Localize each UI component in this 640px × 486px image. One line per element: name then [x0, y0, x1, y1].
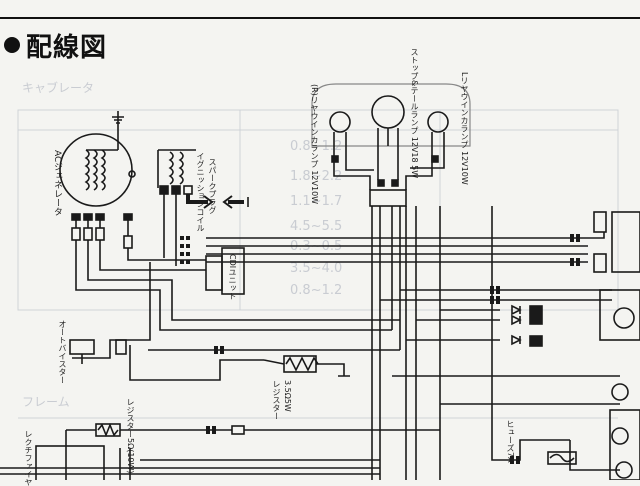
lamp-center-label: ストップ&テールランプ 12V18 5W: [410, 48, 419, 179]
faded-value: 0.8~1.2: [290, 283, 342, 298]
page-title: 配線図: [26, 32, 108, 63]
heading-bullet-icon: [4, 37, 20, 53]
cdi-unit-label: CDIユニット: [228, 254, 237, 301]
fuse: [547, 451, 577, 465]
rectifier: [35, 445, 131, 480]
faded-value: 1.1~1.7: [290, 194, 342, 209]
auto-bystarter-label: オートバイスター: [58, 320, 67, 384]
rear-lamp-housing: [311, 83, 471, 147]
faded-heading-2: フレーム: [22, 395, 70, 409]
faded-value: 1.8~2.2: [290, 169, 342, 184]
lamp-center: [371, 95, 405, 146]
resistor-upper-label: レジスター: [272, 380, 281, 420]
connector-ticks: [180, 234, 580, 464]
left-wiring: [72, 194, 400, 381]
lamp-right-label: (R)リヤウインカランプ 12V10W: [310, 84, 319, 205]
resistor-lower-label: レジスター5Ω(10W): [126, 398, 135, 474]
faded-background-table: [17, 109, 619, 419]
lower-bus: [0, 300, 381, 480]
ignition-coil-label: イグニッションコイル: [196, 152, 205, 232]
lamp-right: [329, 111, 351, 146]
auto-bystarter: [69, 339, 127, 364]
resistor-upper-spec-label: 3.5Ω5W: [283, 380, 292, 412]
faded-background-text: キャブレータ フレーム 0.8~1.2 1.8~2.2 1.1~1.7 4.5~…: [22, 80, 342, 409]
lamp-wiring: [333, 146, 493, 480]
lamp-left-label: Lリヤウインカランプ 12V10W: [460, 72, 469, 185]
spark-plug-label: スパークプラグ: [208, 158, 217, 214]
fuse-label: ヒューズ7A: [506, 420, 515, 463]
lamp-left: [427, 111, 449, 146]
faded-value: 4.5~5.5: [290, 219, 342, 234]
lamp-connectors: [331, 155, 439, 216]
ac-generator: [59, 111, 136, 207]
rectifier-label: レクチファイヤ: [24, 430, 33, 486]
faded-value: 3.5~4.0: [290, 261, 342, 276]
cdi-unit: [205, 247, 245, 295]
ignition-coil: [157, 149, 249, 209]
generator-connectors: [71, 213, 133, 249]
resistor-lower: [65, 422, 440, 480]
right-wiring: [206, 232, 620, 471]
faded-heading-1: キャブレータ: [22, 80, 94, 95]
resistor-upper: [263, 355, 350, 377]
page-heading: 配線図: [4, 28, 108, 63]
right-connectors: [511, 211, 640, 347]
right-edge-components: [599, 289, 640, 480]
ac-generator-label: ACジェネレータ: [52, 150, 62, 217]
